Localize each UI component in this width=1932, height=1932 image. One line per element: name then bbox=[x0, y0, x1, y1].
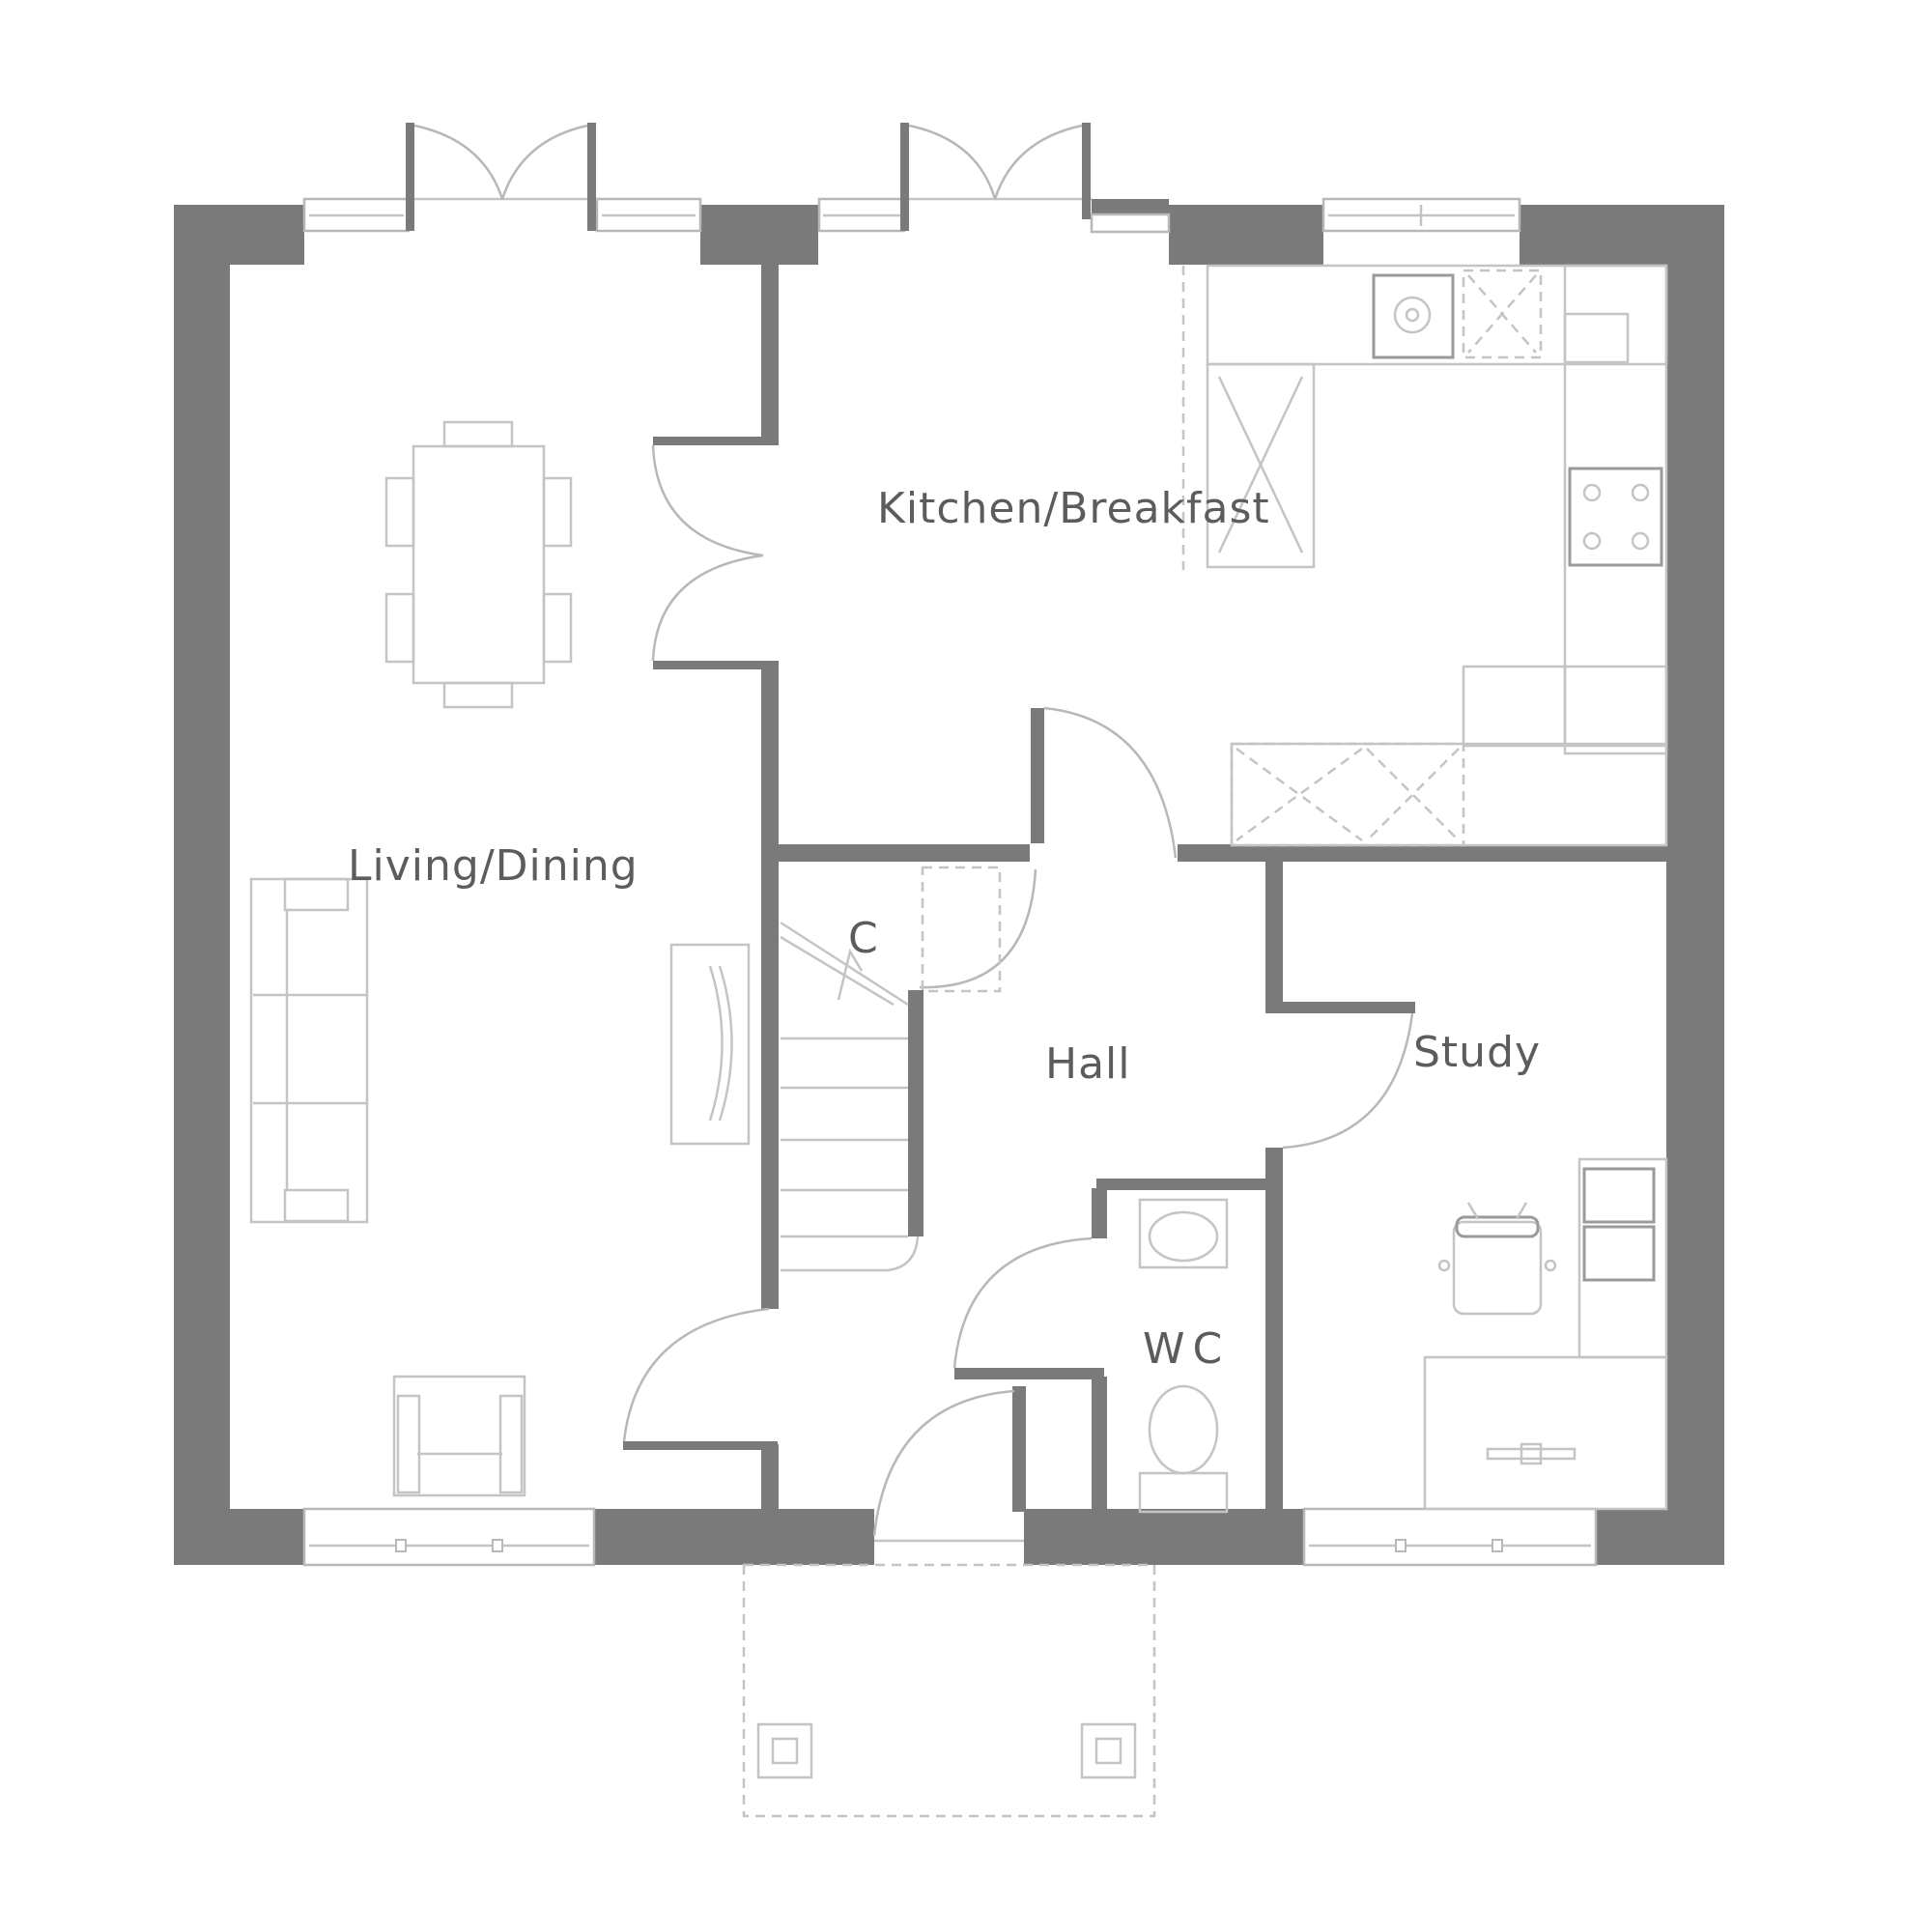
basin-icon bbox=[1138, 1198, 1229, 1269]
desk-chair-icon bbox=[1437, 1202, 1557, 1316]
door-kitchen-hall[interactable] bbox=[1043, 706, 1178, 859]
room-label-living-dining: Living/Dining bbox=[348, 841, 639, 891]
study-shelving bbox=[1577, 1157, 1668, 1359]
desk-icon bbox=[1423, 1355, 1668, 1511]
sofa-icon bbox=[249, 877, 369, 1224]
porch-pillar-icon bbox=[756, 1722, 1137, 1779]
dining-table-icon bbox=[384, 420, 573, 709]
room-label-kitchen-breakfast: Kitchen/Breakfast bbox=[877, 484, 1270, 533]
internal-walls bbox=[623, 265, 1666, 1517]
armchair-icon bbox=[392, 1375, 526, 1497]
dishwasher-icon bbox=[1462, 269, 1543, 359]
tv-unit-icon bbox=[669, 943, 751, 1146]
room-label-cupboard: C bbox=[848, 914, 879, 963]
room-label-hall: Hall bbox=[1045, 1039, 1131, 1089]
sink-icon bbox=[1372, 273, 1455, 359]
appliance-bottom-icon bbox=[1230, 742, 1465, 847]
room-label-study: Study bbox=[1413, 1028, 1542, 1077]
kitchen-units bbox=[1181, 264, 1668, 847]
door-ld-hall[interactable] bbox=[622, 1307, 770, 1442]
staircase-icon bbox=[780, 921, 920, 1272]
toilet-icon bbox=[1138, 1384, 1229, 1514]
french-doors-kitchen[interactable] bbox=[900, 123, 1092, 231]
door-cupboard[interactable] bbox=[919, 866, 1037, 993]
door-hall-study[interactable] bbox=[1282, 1012, 1414, 1150]
door-wc[interactable] bbox=[952, 1236, 1093, 1369]
door-front[interactable] bbox=[872, 1389, 1024, 1543]
room-label-wc: WC bbox=[1143, 1324, 1231, 1374]
hob-icon bbox=[1568, 467, 1663, 567]
windows bbox=[302, 197, 1598, 1567]
doors-ld-kitchen[interactable] bbox=[651, 444, 764, 662]
porch-canopy bbox=[742, 1563, 1156, 1818]
french-doors-living[interactable] bbox=[406, 123, 599, 231]
